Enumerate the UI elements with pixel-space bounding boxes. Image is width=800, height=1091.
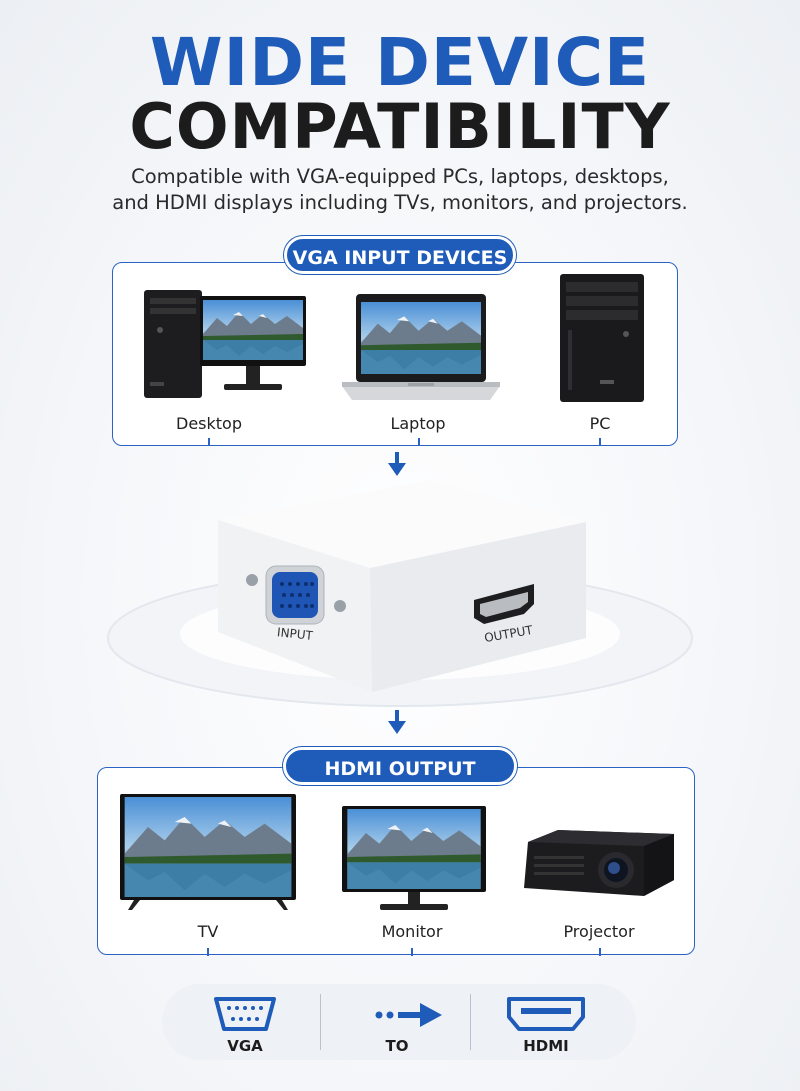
device-label-desktop: Desktop bbox=[176, 414, 242, 433]
conversion-bar bbox=[162, 984, 636, 1060]
tick-laptop bbox=[418, 438, 420, 446]
desktop-computer-icon bbox=[144, 290, 306, 398]
monitor-icon bbox=[342, 806, 486, 910]
arrow-down-icon bbox=[388, 710, 406, 734]
subtitle-line-2: and HDMI displays including TVs, monitor… bbox=[112, 191, 688, 214]
conversion-from-label: VGA bbox=[227, 1037, 263, 1055]
tick-projector bbox=[599, 948, 601, 956]
arrow-right-icon bbox=[375, 1003, 442, 1027]
headline-compatibility: COMPATIBILITY bbox=[129, 90, 671, 163]
tick-desktop bbox=[208, 438, 210, 446]
tv-icon bbox=[120, 794, 296, 910]
subtitle-line-1: Compatible with VGA-equipped PCs, laptop… bbox=[131, 165, 669, 188]
projector-icon bbox=[524, 830, 674, 896]
tick-tv bbox=[207, 948, 209, 956]
device-label-pc: PC bbox=[589, 414, 611, 433]
device-label-tv: TV bbox=[197, 922, 219, 941]
divider bbox=[470, 994, 471, 1050]
tick-pc bbox=[599, 438, 601, 446]
device-label-monitor: Monitor bbox=[381, 922, 443, 941]
conversion-to-label: TO bbox=[385, 1037, 409, 1055]
headline-wide-device: WIDE DEVICE bbox=[149, 24, 651, 101]
tick-monitor bbox=[411, 948, 413, 956]
vga-input-devices-pill: VGA INPUT DEVICES bbox=[284, 236, 516, 274]
hdmi-output-devices-pill: HDMI OUTPUT DEVICES bbox=[283, 747, 517, 818]
device-label-laptop: Laptop bbox=[390, 414, 446, 433]
device-label-projector: Projector bbox=[563, 922, 635, 941]
pc-tower-icon bbox=[560, 274, 644, 402]
subtitle: Compatible with VGA-equipped PCs, laptop… bbox=[0, 164, 800, 216]
arrow-down-icon bbox=[388, 452, 406, 476]
vga-port-icon bbox=[214, 997, 276, 1031]
laptop-icon bbox=[342, 294, 500, 400]
vga-to-hdmi-adapter bbox=[107, 480, 693, 707]
divider bbox=[320, 994, 321, 1050]
conversion-target-label: HDMI bbox=[523, 1037, 569, 1055]
hdmi-port-icon bbox=[507, 997, 585, 1031]
